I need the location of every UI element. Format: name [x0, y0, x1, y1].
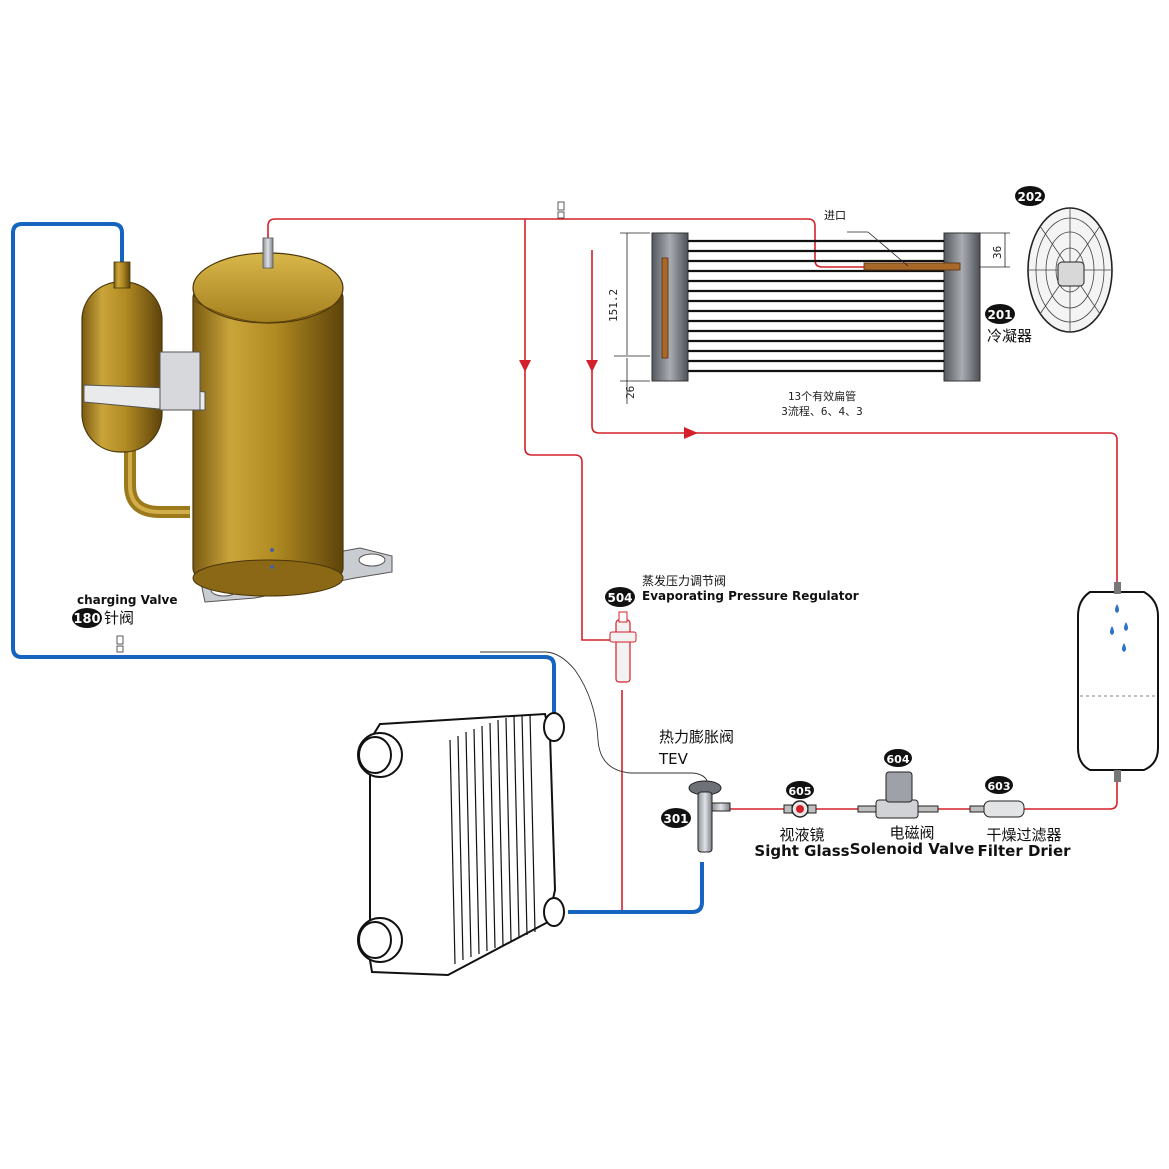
refrigerant-drops — [1110, 604, 1128, 652]
filter-drier-label-en: Filter Drier — [977, 842, 1071, 860]
svg-text:603: 603 — [988, 780, 1011, 793]
condenser-label-cn: 冷凝器 — [987, 327, 1032, 345]
evap-pressure-regulator-body — [609, 611, 637, 683]
compressor — [192, 237, 393, 603]
badge-604: 604 — [884, 749, 912, 767]
condenser — [614, 231, 1010, 404]
sight-glass-label-cn: 视液镜 — [779, 826, 824, 844]
tev-capillary — [480, 651, 709, 785]
liquid-receiver — [1077, 582, 1159, 782]
suction-piping — [11, 222, 704, 914]
badge-301: 301 — [661, 808, 691, 828]
svg-text:504: 504 — [607, 591, 632, 605]
dimension-lines — [614, 232, 1010, 404]
tubes-note-1: 13个有效扁管 — [788, 389, 856, 403]
svg-text:605: 605 — [789, 785, 812, 798]
condenser-tubes — [688, 239, 944, 373]
sight-glass-label-en: Sight Glass — [754, 842, 849, 860]
svg-text:604: 604 — [887, 753, 910, 766]
solenoid-valve-label-cn: 电磁阀 — [889, 824, 934, 842]
phe-ports — [357, 712, 565, 963]
svg-text:201: 201 — [987, 308, 1012, 322]
svg-text:180: 180 — [73, 612, 100, 627]
charging-valve-label-en: charging Valve — [77, 593, 178, 607]
svg-text:202: 202 — [1017, 190, 1042, 204]
condenser-fan — [1027, 207, 1113, 333]
charging-valve-icon — [116, 635, 124, 653]
tubes-note-2: 3流程、6、4、3 — [781, 404, 863, 418]
hot-gas-piping — [267, 218, 1118, 912]
service-valve-icon — [557, 201, 565, 219]
evap-regulator-label-cn: 蒸发压力调节阀 — [642, 573, 726, 588]
flow-arrow-down-2 — [586, 360, 598, 372]
badge-603: 603 — [985, 776, 1013, 794]
solenoid-valve-label-en: Solenoid Valve — [850, 840, 975, 858]
badge-201: 201 — [985, 304, 1015, 324]
solenoid-valve-body — [857, 771, 939, 819]
sight-glass-body — [783, 800, 817, 818]
flow-arrows — [519, 360, 698, 439]
plate-heat-exchanger — [357, 712, 565, 977]
filter-drier-label-cn: 干燥过滤器 — [986, 826, 1061, 844]
tev-body — [688, 780, 731, 853]
condenser-inlet-label: 进口 — [824, 209, 846, 222]
tev-label-en: TEV — [658, 750, 689, 768]
evap-regulator-label-en: Evaporating Pressure Regulator — [642, 589, 859, 603]
badge-202: 202 — [1015, 186, 1045, 206]
charging-valve-label-cn: 针阀 — [104, 609, 134, 627]
badge-180: 180 — [72, 608, 102, 628]
flow-arrow-right — [684, 427, 698, 439]
badge-504: 504 — [605, 587, 635, 607]
flow-arrow-down — [519, 360, 531, 372]
dim-bottom: 26 — [624, 386, 637, 399]
dim-height: 151.2 — [607, 289, 620, 322]
svg-text:301: 301 — [663, 812, 688, 826]
dim-top: 36 — [991, 246, 1004, 259]
filter-drier-body — [969, 800, 1025, 818]
accumulator — [81, 261, 206, 518]
badge-605: 605 — [786, 781, 814, 799]
tev-label-cn: 热力膨胀阀 — [659, 728, 734, 746]
